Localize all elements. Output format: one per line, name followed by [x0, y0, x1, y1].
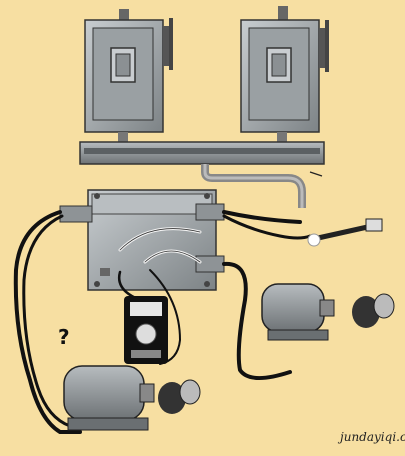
left-panel [84, 9, 173, 144]
right-panel [240, 6, 329, 144]
conduit-bar [79, 141, 325, 208]
multimeter [124, 296, 168, 364]
left-motor [63, 365, 201, 431]
question-mark: ? [58, 325, 70, 349]
watermark: jundayiqi.cn [340, 430, 405, 444]
junction-box [59, 189, 225, 291]
probe [307, 218, 383, 247]
wires [13, 210, 312, 434]
right-motor [261, 283, 395, 341]
